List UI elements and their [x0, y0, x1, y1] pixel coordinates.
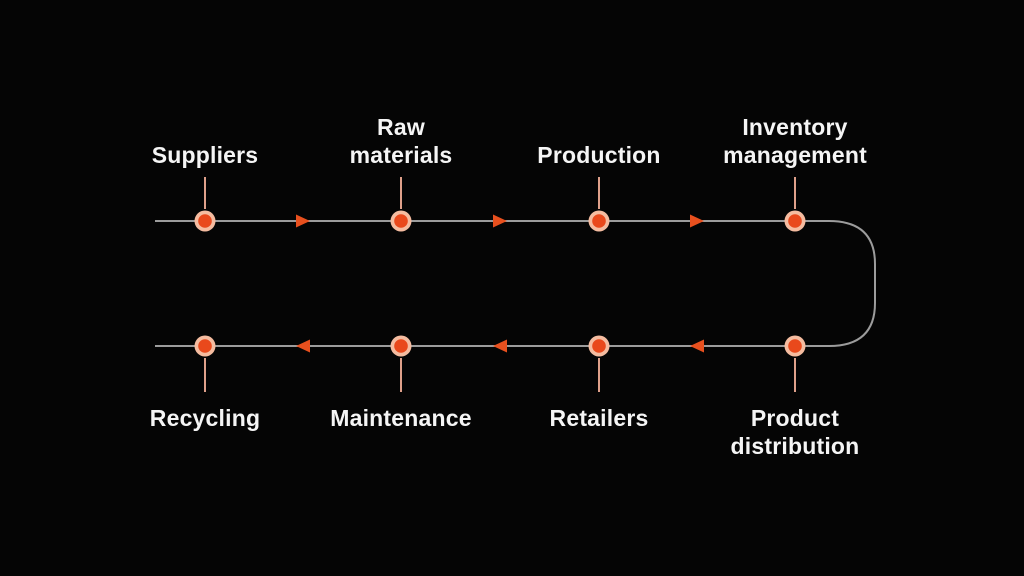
- label-raw-materials: Raw materials: [350, 113, 453, 169]
- label-line: Retailers: [549, 405, 649, 431]
- node-dot: [394, 214, 408, 228]
- label-line: materials: [349, 142, 453, 168]
- label-production: Production: [537, 141, 660, 169]
- node-production: [588, 210, 610, 232]
- node-dot: [788, 339, 802, 353]
- label-line: distribution: [730, 433, 860, 459]
- label-line: Recycling: [149, 405, 261, 431]
- flow-path: [155, 220, 876, 347]
- label-product-distribution: Product distribution: [731, 404, 860, 460]
- label-line: Production: [537, 142, 661, 168]
- label-line: Maintenance: [330, 405, 472, 431]
- node-raw-materials: [390, 210, 412, 232]
- label-inventory-management: Inventory management: [723, 113, 867, 169]
- label-recycling: Recycling: [150, 404, 260, 432]
- node-retailers: [588, 335, 610, 357]
- label-suppliers: Suppliers: [152, 141, 259, 169]
- arrow-left-icon: [493, 339, 507, 353]
- node-dot: [198, 214, 212, 228]
- arrow-right-icon: [493, 214, 507, 228]
- node-inventory-management: [784, 210, 806, 232]
- node-maintenance: [390, 335, 412, 357]
- node-suppliers: [194, 210, 216, 232]
- label-line: Inventory: [742, 114, 848, 140]
- label-line: Raw: [377, 114, 425, 140]
- label-maintenance: Maintenance: [330, 404, 472, 432]
- label-line: Suppliers: [151, 142, 259, 168]
- node-dot: [592, 339, 606, 353]
- label-line: Product: [750, 405, 840, 431]
- node-dot: [394, 339, 408, 353]
- arrow-right-icon: [296, 214, 310, 228]
- node-dot: [788, 214, 802, 228]
- node-product-distribution: [784, 335, 806, 357]
- arrow-right-icon: [690, 214, 704, 228]
- node-dot: [198, 339, 212, 353]
- node-dot: [592, 214, 606, 228]
- arrow-left-icon: [690, 339, 704, 353]
- arrow-left-icon: [296, 339, 310, 353]
- node-recycling: [194, 335, 216, 357]
- label-line: management: [723, 142, 867, 168]
- label-retailers: Retailers: [550, 404, 649, 432]
